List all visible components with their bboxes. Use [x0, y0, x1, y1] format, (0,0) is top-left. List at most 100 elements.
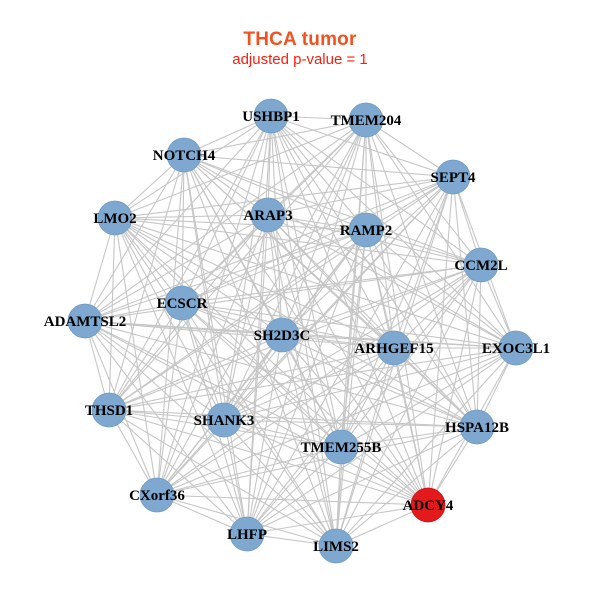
edge: [340, 347, 395, 448]
edge: [156, 446, 342, 496]
edge: [223, 347, 517, 421]
edge: [267, 214, 342, 448]
node-lims2: [318, 528, 354, 564]
edge: [393, 347, 478, 428]
node-lmo2: [97, 200, 133, 236]
edge: [246, 446, 342, 535]
edge: [114, 217, 482, 266]
node-hspa12b: [459, 409, 495, 445]
edge: [340, 347, 517, 448]
edge: [84, 176, 454, 322]
edge: [183, 119, 367, 156]
edge: [84, 217, 116, 322]
edge: [223, 419, 248, 535]
edge: [393, 264, 482, 349]
edge: [365, 229, 482, 266]
node-notch4: [166, 137, 202, 173]
edge: [156, 347, 517, 496]
node-tmem204: [348, 102, 384, 138]
edge: [183, 154, 478, 428]
node-cxorf36: [139, 477, 175, 513]
edge: [181, 115, 272, 304]
edge: [84, 320, 337, 547]
node-sept4: [435, 159, 471, 195]
edge: [84, 229, 367, 322]
edge: [223, 419, 478, 428]
edge: [365, 119, 482, 266]
edge: [114, 217, 283, 336]
node-sh2d3c: [264, 317, 300, 353]
edge: [270, 115, 429, 506]
edge: [335, 426, 478, 547]
edge: [114, 217, 478, 428]
edge: [114, 217, 248, 535]
edge: [340, 446, 429, 506]
edge: [181, 264, 482, 304]
edge: [181, 302, 225, 421]
node-ecscr: [164, 285, 200, 321]
edge: [84, 119, 367, 322]
edge: [114, 214, 269, 219]
edge: [335, 264, 482, 547]
node-adamtsl2: [67, 303, 103, 339]
edge: [335, 119, 367, 547]
node-arhgef15: [376, 330, 412, 366]
node-exoc3l1: [498, 330, 534, 366]
chart-subtitle: adjusted p-value = 1: [232, 51, 368, 68]
edge: [181, 302, 337, 547]
edge: [452, 176, 478, 428]
node-ushbp1: [253, 98, 289, 134]
node-shank3: [206, 402, 242, 438]
edge: [223, 214, 269, 421]
edge: [108, 334, 283, 411]
edge: [246, 504, 429, 535]
edge: [84, 320, 395, 349]
edge: [181, 302, 478, 428]
edge: [267, 214, 283, 336]
edge: [393, 347, 429, 506]
node-lhfp: [229, 516, 265, 552]
edge: [393, 176, 454, 349]
edge: [108, 409, 478, 428]
edge: [181, 302, 429, 506]
edge: [108, 409, 429, 506]
edge: [84, 320, 478, 428]
edge: [340, 264, 482, 448]
edge: [281, 264, 482, 336]
edge: [270, 115, 482, 266]
edge: [267, 176, 454, 216]
edge: [114, 217, 342, 448]
edge: [114, 119, 367, 219]
node-ramp2: [348, 212, 384, 248]
edge: [365, 229, 478, 428]
edge: [223, 419, 429, 506]
edge: [223, 347, 395, 421]
edge: [84, 320, 225, 421]
edge: [156, 154, 185, 496]
node-adcy4: [410, 487, 446, 523]
edge: [270, 115, 395, 349]
edge: [84, 214, 269, 322]
edge: [246, 176, 454, 535]
edge: [181, 154, 185, 304]
edge: [181, 302, 517, 349]
edge: [108, 229, 367, 411]
edge: [84, 115, 272, 322]
edge: [114, 217, 337, 547]
node-circles: [67, 98, 534, 564]
node-thsd1: [91, 392, 127, 428]
edge: [181, 229, 367, 304]
edge: [223, 419, 342, 448]
node-tmem255b: [323, 429, 359, 465]
edge: [340, 176, 454, 448]
edge: [183, 154, 367, 231]
edge: [267, 214, 395, 349]
edge: [270, 115, 454, 178]
edge: [84, 320, 429, 506]
edge: [246, 426, 478, 535]
edge: [335, 347, 517, 547]
node-ccm2l: [463, 247, 499, 283]
edge: [156, 302, 183, 496]
